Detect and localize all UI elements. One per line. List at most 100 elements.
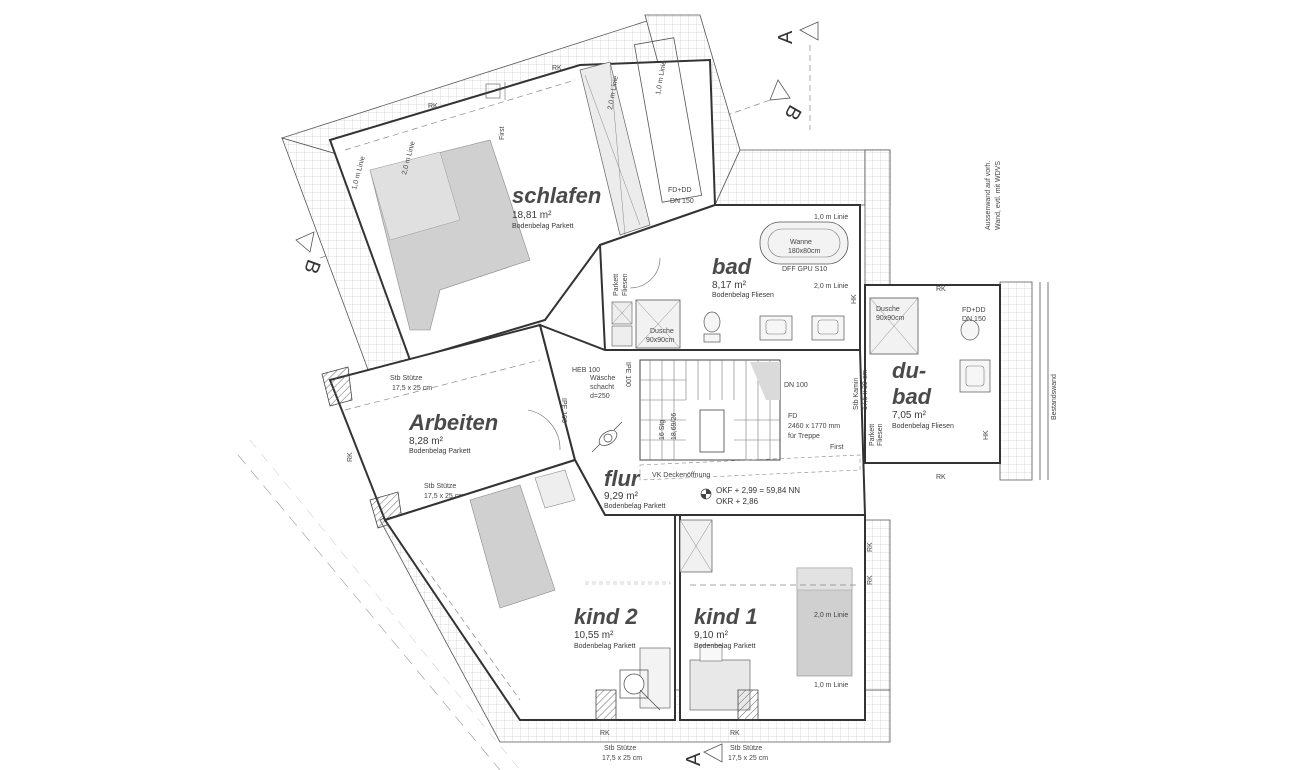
room-floor-schlafen: Bodenbelag Parkett (512, 223, 574, 230)
label-rk-top: RK (552, 65, 562, 72)
context-lines (237, 282, 1049, 770)
svg-text:First: First (830, 444, 844, 451)
section-marker-a-top: A (775, 21, 819, 44)
label-okr: OKR + 2,86 (716, 497, 759, 506)
svg-text:für Treppe: für Treppe (788, 433, 820, 440)
room-floor-arbeiten: Bodenbelag Parkett (409, 448, 471, 455)
room-schlafen: schlafen 18,81 m² Bodenbelag Parkett Fir… (328, 37, 717, 362)
label-rk-kind2: RK (600, 730, 610, 737)
svg-text:DN 100: DN 100 (784, 382, 808, 389)
svg-text:2460 x 1770 mm: 2460 x 1770 mm (788, 423, 840, 430)
note-bestandswand: Bestandswand (1051, 374, 1058, 420)
room-flur: 16 Stg 18,69/26 FD 2460 x 1770 mm für Tr… (538, 323, 869, 554)
svg-text:Stb Stütze: Stb Stütze (604, 745, 636, 752)
label-fliesen-bad: Fliesen (622, 273, 629, 296)
label-parkett-dubad: Parkett (869, 424, 876, 446)
svg-text:Stb Stütze: Stb Stütze (424, 483, 456, 490)
room-name-dubad-2: bad (892, 384, 932, 409)
room-name-flur: flur (604, 466, 641, 491)
sink-icon-dubad (959, 359, 991, 393)
svg-text:16 Stg: 16 Stg (659, 420, 666, 440)
svg-text:A: A (683, 752, 705, 766)
svg-text:17,5 x 25 cm: 17,5 x 25 cm (392, 385, 432, 392)
room-name-schlafen: schlafen (512, 183, 601, 208)
svg-text:17,5 x 25 cm: 17,5 x 25 cm (728, 755, 768, 762)
room-kind2: RK Stb Stütze 17,5 x 25 cm kind 2 10,55 … (383, 458, 676, 762)
room-floor-flur: Bodenbelag Parkett (604, 503, 666, 510)
room-area-kind2: 10,55 m² (574, 630, 614, 641)
level-marker-icon (700, 488, 712, 500)
svg-text:B: B (299, 257, 324, 277)
label-ipe100: IPE 100 (624, 362, 631, 387)
label-fliesen-dubad: Fliesen (877, 423, 884, 446)
label-hk-dubad: HK (983, 430, 990, 440)
label-1m-line-kind1: 1,0 m Linie (814, 682, 848, 689)
label-rk-dubad: RK (936, 286, 946, 293)
label-dn150-schlafen: DN 150 (670, 198, 694, 205)
svg-text:90x90cm: 90x90cm (646, 337, 675, 344)
label-parkett-bad: Parkett (613, 274, 620, 296)
svg-text:FD: FD (788, 413, 797, 420)
svg-text:Dusche: Dusche (650, 328, 674, 335)
room-name-arbeiten: Arbeiten (408, 410, 498, 435)
room-dubad: Dusche 90x90cm RK RK FD+DD DN 150 HK du-… (864, 284, 1001, 481)
room-area-flur: 9,29 m² (604, 491, 639, 502)
svg-text:180x80cm: 180x80cm (788, 248, 820, 255)
label-fd-dd-schlafen: FD+DD (668, 187, 692, 194)
note-aussenwand-1: Aussenwand auf vorh. (985, 161, 992, 230)
room-area-schlafen: 18,81 m² (512, 210, 552, 221)
svg-text:RK: RK (867, 575, 874, 585)
svg-text:B: B (780, 101, 806, 124)
room-name-kind2: kind 2 (574, 604, 638, 629)
label-heb100: HEB 100 (572, 367, 600, 374)
svg-text:Stb Stütze: Stb Stütze (390, 375, 422, 382)
person-icon (591, 421, 623, 453)
label-2m-line-kind1: 2,0 m Linie (814, 612, 848, 619)
room-name-bad: bad (712, 254, 752, 279)
person-icon-kind2 (619, 669, 661, 711)
room-kind1: RK Stb Stütze 17,5 x 25 cm 2,0 m Linie 1… (679, 514, 874, 762)
label-fd-dd-dubad: FD+DD (962, 307, 986, 314)
svg-text:90x90cm: 90x90cm (876, 315, 905, 322)
label-rk-schlafen: RK (428, 103, 438, 110)
toilet-icon-dubad (960, 319, 980, 341)
svg-text:17,5 x 30 cm: 17,5 x 30 cm (862, 370, 869, 410)
room-area-kind1: 9,10 m² (694, 630, 729, 641)
section-marker-b-right: B (769, 79, 806, 124)
label-okf: OKF + 2,99 = 59,84 NN (716, 486, 800, 495)
label-hk-bad: HK (851, 294, 858, 304)
room-floor-kind1: Bodenbelag Parkett (694, 643, 756, 650)
section-marker-a-bottom: A (683, 743, 723, 766)
sink-icon-2 (811, 315, 845, 341)
room-floor-bad: Bodenbelag Fliesen (712, 292, 774, 299)
room-floor-dubad: Bodenbelag Fliesen (892, 423, 954, 430)
svg-text:IPE 100: IPE 100 (560, 398, 567, 423)
label-dn150-dubad: DN 150 (962, 316, 986, 323)
svg-text:Dusche: Dusche (876, 306, 900, 313)
label-rk-kind1: RK (730, 730, 740, 737)
room-arbeiten: Stb Stütze 17,5 x 25 cm Stb Stütze 17,5 … (321, 323, 577, 529)
svg-text:schacht: schacht (590, 384, 614, 391)
svg-text:17,5 x 25 cm: 17,5 x 25 cm (602, 755, 642, 762)
room-area-arbeiten: 8,28 m² (409, 436, 444, 447)
room-floor-kind2: Bodenbelag Parkett (574, 643, 636, 650)
room-name-dubad-1: du- (892, 358, 926, 383)
note-aussenwand-2: Wand, evtl. mit WDVS (995, 161, 1002, 230)
room-bad: Wanne 180x80cm DFF GPU S10 1,0 m Linie 2… (598, 204, 861, 351)
sink-icon (759, 315, 793, 341)
bathtub-icon (759, 221, 849, 265)
svg-text:A: A (775, 30, 797, 44)
svg-text:18,69/26: 18,69/26 (671, 413, 678, 440)
label-deckenoeffnung: VK Deckenöffnung (652, 472, 710, 479)
svg-text:d=250: d=250 (590, 393, 610, 400)
label-stb-kamin: Stb Kamin (853, 378, 860, 410)
label-first-schlafen: First (499, 126, 506, 140)
label-2m-line-bad: 2,0 m Linie (814, 283, 848, 290)
svg-text:Wanne: Wanne (790, 239, 812, 246)
svg-text:Stb Stütze: Stb Stütze (730, 745, 762, 752)
room-area-bad: 8,17 m² (712, 280, 747, 291)
svg-text:RK: RK (347, 452, 354, 462)
label-dff: DFF GPU S10 (782, 266, 827, 273)
room-area-dubad: 7,05 m² (892, 410, 927, 421)
